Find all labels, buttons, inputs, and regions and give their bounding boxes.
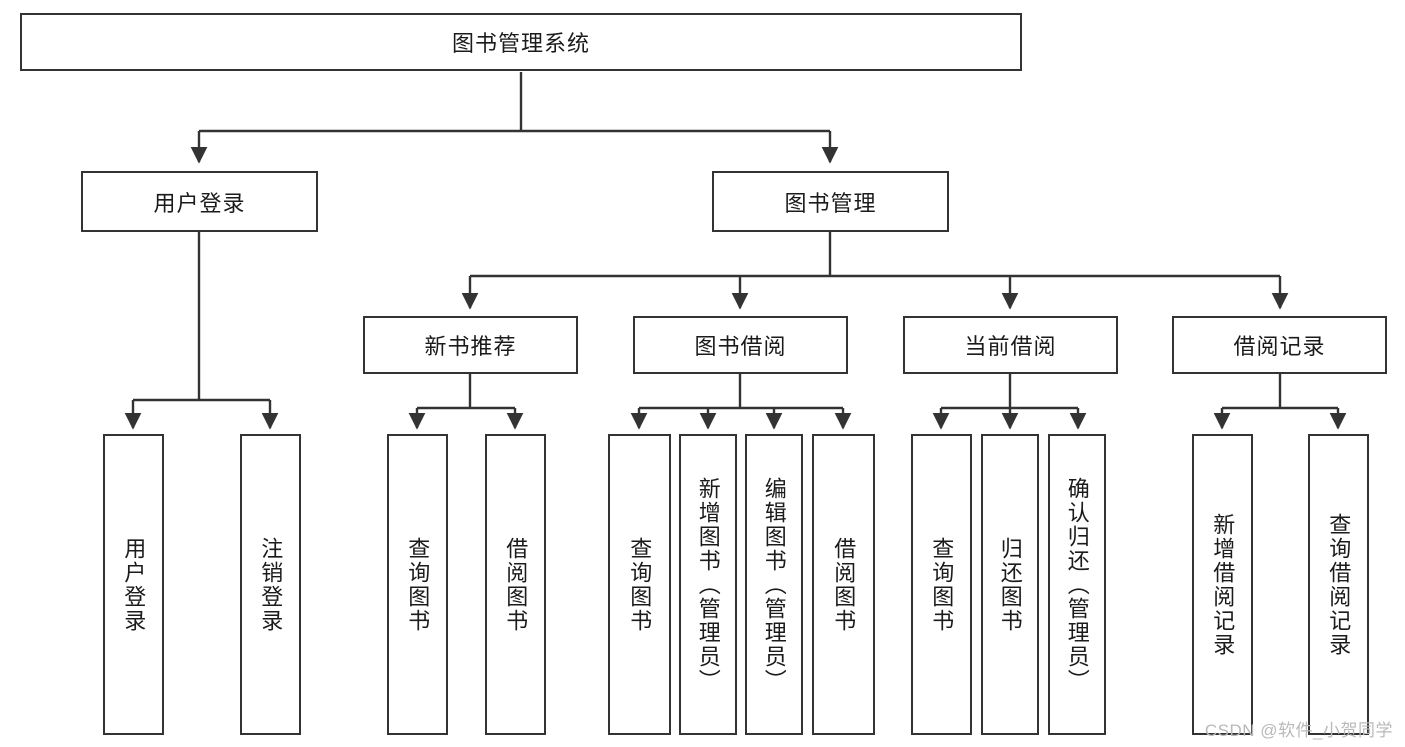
node-user-login-label: 用户登录: [153, 190, 246, 216]
node-root-label: 图书管理系统: [451, 31, 590, 56]
node-current-borrow-label: 当前借阅: [964, 334, 1057, 359]
leaf-book-borrow-3[interactable]: 编辑图书（管理员）: [745, 434, 803, 735]
leaf-book-borrow-4-label: 借阅图书: [831, 536, 857, 633]
node-book-management-label: 图书管理: [784, 190, 877, 216]
leaf-current-borrow-3-label: 确认归还（管理员）: [1064, 476, 1090, 693]
node-book-borrow[interactable]: 图书借阅: [633, 316, 848, 374]
leaf-book-borrow-2[interactable]: 新增图书（管理员）: [679, 434, 737, 735]
leaf-new-book-2[interactable]: 借阅图书: [485, 434, 546, 735]
leaf-book-borrow-1[interactable]: 查询图书: [608, 434, 671, 735]
node-root[interactable]: 图书管理系统: [20, 13, 1022, 71]
leaf-user-login-2[interactable]: 注销登录: [240, 434, 301, 735]
leaf-current-borrow-2-label: 归还图书: [997, 536, 1023, 633]
node-borrow-record-label: 借阅记录: [1233, 334, 1326, 359]
leaf-user-login-1[interactable]: 用户登录: [103, 434, 164, 735]
leaf-borrow-record-2-label: 查询借阅记录: [1326, 512, 1352, 657]
leaf-current-borrow-1[interactable]: 查询图书: [911, 434, 972, 735]
watermark: CSDN @软件_小贺同学: [1204, 721, 1393, 740]
leaf-book-borrow-3-label: 编辑图书（管理员）: [761, 476, 787, 693]
leaf-user-login-1-label: 用户登录: [121, 536, 147, 633]
leaf-book-borrow-1-label: 查询图书: [627, 536, 653, 633]
leaf-borrow-record-2[interactable]: 查询借阅记录: [1308, 434, 1369, 735]
node-new-book-recommend-label: 新书推荐: [424, 334, 517, 359]
node-borrow-record[interactable]: 借阅记录: [1172, 316, 1387, 374]
node-book-management[interactable]: 图书管理: [712, 171, 949, 232]
leaf-current-borrow-1-label: 查询图书: [929, 536, 955, 633]
leaf-user-login-2-label: 注销登录: [258, 536, 284, 633]
leaf-new-book-1-label: 查询图书: [405, 536, 431, 633]
leaf-new-book-2-label: 借阅图书: [503, 536, 529, 633]
node-current-borrow[interactable]: 当前借阅: [903, 316, 1118, 374]
leaf-current-borrow-3[interactable]: 确认归还（管理员）: [1048, 434, 1106, 735]
node-book-borrow-label: 图书借阅: [694, 334, 787, 359]
leaf-borrow-record-1[interactable]: 新增借阅记录: [1192, 434, 1253, 735]
leaf-borrow-record-1-label: 新增借阅记录: [1210, 512, 1236, 657]
leaf-book-borrow-4[interactable]: 借阅图书: [812, 434, 875, 735]
node-new-book-recommend[interactable]: 新书推荐: [363, 316, 578, 374]
node-user-login[interactable]: 用户登录: [81, 171, 318, 232]
leaf-current-borrow-2[interactable]: 归还图书: [981, 434, 1039, 735]
leaf-new-book-1[interactable]: 查询图书: [387, 434, 448, 735]
leaf-book-borrow-2-label: 新增图书（管理员）: [695, 476, 721, 693]
